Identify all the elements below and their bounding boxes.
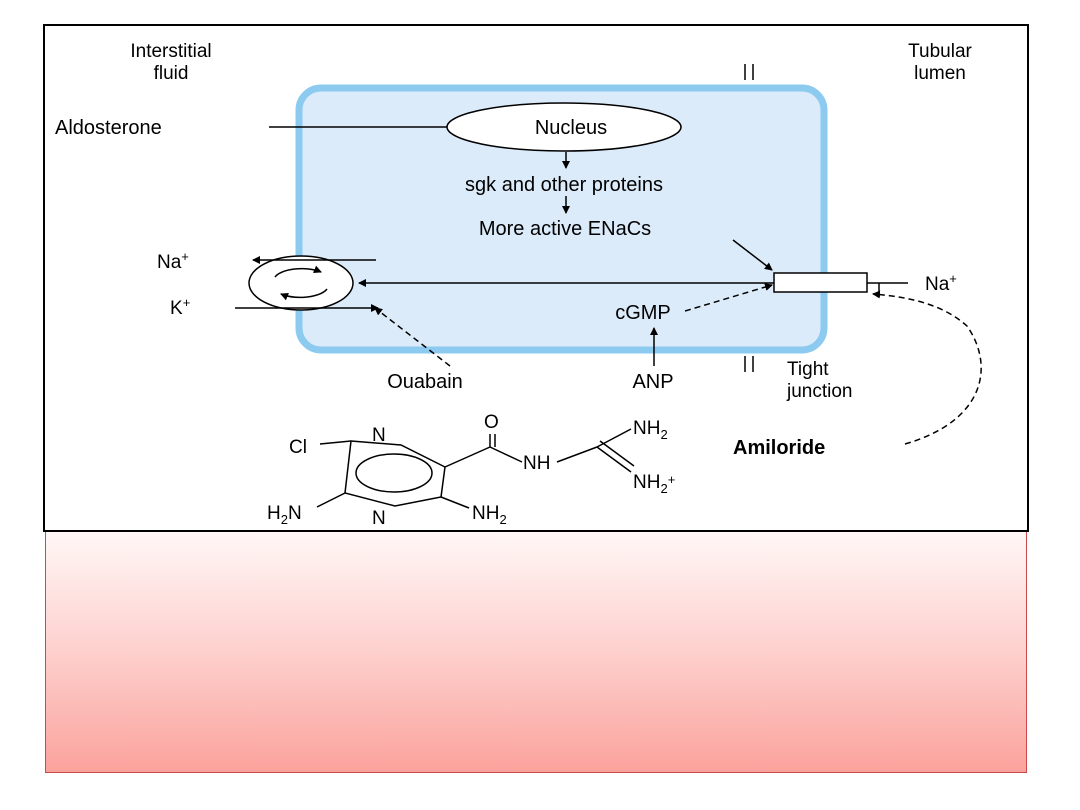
- tubular-label-2: lumen: [914, 63, 966, 84]
- enacs-to-channel-arrow: [732, 239, 773, 271]
- diagram-svg: Interstitial fluid Tubular lumen Aldoste…: [55, 41, 982, 529]
- cgmp-arrow: [684, 283, 773, 312]
- n-top-label: N: [372, 425, 386, 446]
- tubular-label: Tubular: [908, 41, 972, 62]
- aldosterone-label: Aldosterone: [55, 117, 162, 139]
- pink-gradient-panel: [45, 532, 1027, 773]
- nh2-top-label: NH2: [633, 418, 668, 442]
- tight-junction-marks-bottom: [744, 356, 754, 372]
- oxygen-label: O: [484, 412, 499, 433]
- pump-arrow-bottom: [280, 288, 328, 301]
- diagram-frame: Interstitial fluid Tubular lumen Aldoste…: [43, 24, 1029, 532]
- enacs-label: More active ENaCs: [479, 218, 651, 240]
- cgmp-label: cGMP: [615, 302, 671, 324]
- ouabain-label: Ouabain: [387, 371, 463, 393]
- nucleus-label: Nucleus: [535, 117, 607, 139]
- nucleus-ellipse: [446, 102, 682, 152]
- interstitial-label: Interstitial: [130, 41, 211, 62]
- amiloride-label: Amiloride: [733, 437, 825, 459]
- n-bottom-label: N: [372, 508, 386, 529]
- ouabain-arrow: [374, 307, 451, 367]
- amiloride-structure: [316, 428, 635, 509]
- na-k-pump: [248, 255, 354, 311]
- na-left-label: Na+: [157, 249, 189, 273]
- na-right-label: Na+: [925, 271, 957, 295]
- nh-label: NH: [523, 453, 550, 474]
- pump-arrow-top: [274, 265, 322, 278]
- enac-channel: [773, 272, 868, 293]
- sgk-label: sgk and other proteins: [465, 174, 663, 196]
- junction-label: junction: [786, 381, 853, 402]
- h2n-label: H2N: [267, 503, 302, 527]
- cell-body: [295, 84, 828, 354]
- cl-label: Cl: [289, 437, 307, 458]
- k-left-label: K+: [170, 295, 190, 319]
- interstitial-label-2: fluid: [154, 63, 189, 84]
- anp-label: ANP: [632, 371, 673, 393]
- tight-label: Tight: [787, 359, 829, 380]
- nh2-ring-label: NH2: [472, 503, 507, 527]
- tight-junction-marks-top: [744, 64, 754, 80]
- nh2-plus-label: NH2+: [633, 472, 675, 496]
- amiloride-arrow: [872, 290, 982, 445]
